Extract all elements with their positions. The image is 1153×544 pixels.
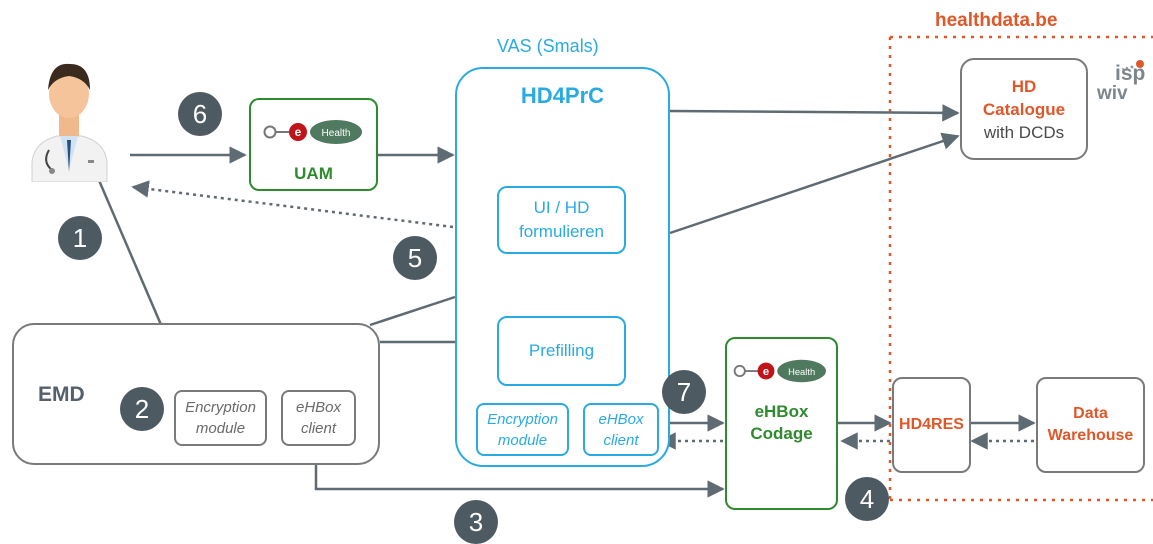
line-emd-hd4prc bbox=[369, 295, 456, 327]
ui-hd-forms-box: UI / HD formulieren bbox=[497, 186, 626, 254]
vas-encryption-module-box: Encryption module bbox=[476, 403, 569, 456]
ehbox-codage-line2: Codage bbox=[750, 424, 813, 443]
step-1-badge: 1 bbox=[58, 216, 102, 260]
ui-hd-line2: formulieren bbox=[518, 222, 605, 241]
uam-box: UAM bbox=[249, 98, 378, 191]
vas-ehbox-client-box: eHBox client bbox=[583, 403, 659, 456]
uam-label: UAM bbox=[294, 164, 333, 183]
svg-text:e: e bbox=[295, 125, 302, 139]
vas-label: VAS (Smals) bbox=[497, 36, 599, 56]
emd-encryption-line2: module bbox=[195, 420, 246, 437]
svg-text:e: e bbox=[763, 366, 769, 378]
hd4res-box: HD4RES bbox=[892, 377, 971, 473]
isp-logo-top: isp bbox=[1115, 62, 1146, 85]
ehealth-logo-text-codage: Health bbox=[788, 367, 815, 377]
ehbox-codage-line1: eHBox bbox=[754, 402, 809, 421]
vas-ehbox-line1: eHBox bbox=[598, 410, 644, 428]
step-3-badge: 3 bbox=[454, 500, 498, 544]
hd-catalogue-line2: Catalogue bbox=[982, 99, 1066, 119]
vas-encryption-line2: module bbox=[497, 431, 548, 449]
arrow-hd4prc-doctor-dotted bbox=[131, 180, 454, 229]
emd-label: EMD bbox=[38, 383, 85, 406]
data-warehouse-box: Data Warehouse bbox=[1036, 377, 1145, 473]
emd-encryption-line1: Encryption bbox=[185, 399, 256, 416]
hd4prc-title: HD4PrC bbox=[520, 83, 605, 108]
step-5-badge: 5 bbox=[393, 236, 437, 280]
isp-logo-bottom: wiv bbox=[1097, 83, 1128, 104]
prefilling-box: Prefilling bbox=[497, 316, 626, 386]
emd-ehbox-line1: eHBox bbox=[295, 399, 342, 416]
step-4-badge: 4 bbox=[845, 477, 889, 521]
hd4res-label: HD4RES bbox=[899, 416, 964, 433]
arrow-hd4prc-catalogue bbox=[669, 104, 960, 122]
ehealth-logo-icon: e Health bbox=[263, 120, 362, 144]
step-2-badge: 2 bbox=[120, 387, 164, 431]
ehealth-logo-icon-codage: e Health bbox=[733, 359, 826, 383]
ehealth-logo-text: Health bbox=[322, 128, 351, 139]
doctor-icon bbox=[31, 63, 108, 182]
dw-line1: Data bbox=[1073, 405, 1108, 422]
healthdata-label: healthdata.be bbox=[935, 10, 1058, 31]
dw-line2: Warehouse bbox=[1047, 427, 1134, 444]
hd-catalogue-box: HD Catalogue with DCDs bbox=[960, 58, 1088, 160]
hd-catalogue-line3: with DCDs bbox=[983, 122, 1065, 142]
hd4prc-box: HD4PrC bbox=[455, 67, 670, 467]
hd-catalogue-line1: HD bbox=[1011, 76, 1037, 96]
isp-wiv-logo: isp wiv bbox=[1095, 58, 1147, 108]
emd-encryption-module-box: Encryption module bbox=[174, 390, 267, 446]
prefilling-label: Prefilling bbox=[528, 341, 595, 360]
arrow-ui-catalogue bbox=[669, 132, 960, 235]
emd-ehbox-client-box: eHBox client bbox=[281, 390, 356, 446]
vas-encryption-line1: Encryption bbox=[487, 410, 558, 428]
vas-ehbox-line2: client bbox=[603, 431, 639, 449]
ui-hd-line1: UI / HD bbox=[533, 198, 590, 217]
step-6-badge: 6 bbox=[178, 92, 222, 136]
emd-ehbox-line2: client bbox=[300, 420, 337, 437]
ehbox-codage-label: eHBox Codage bbox=[727, 401, 836, 445]
isp-logo-dots-icon bbox=[1122, 60, 1144, 70]
step-7-badge: 7 bbox=[662, 370, 706, 414]
